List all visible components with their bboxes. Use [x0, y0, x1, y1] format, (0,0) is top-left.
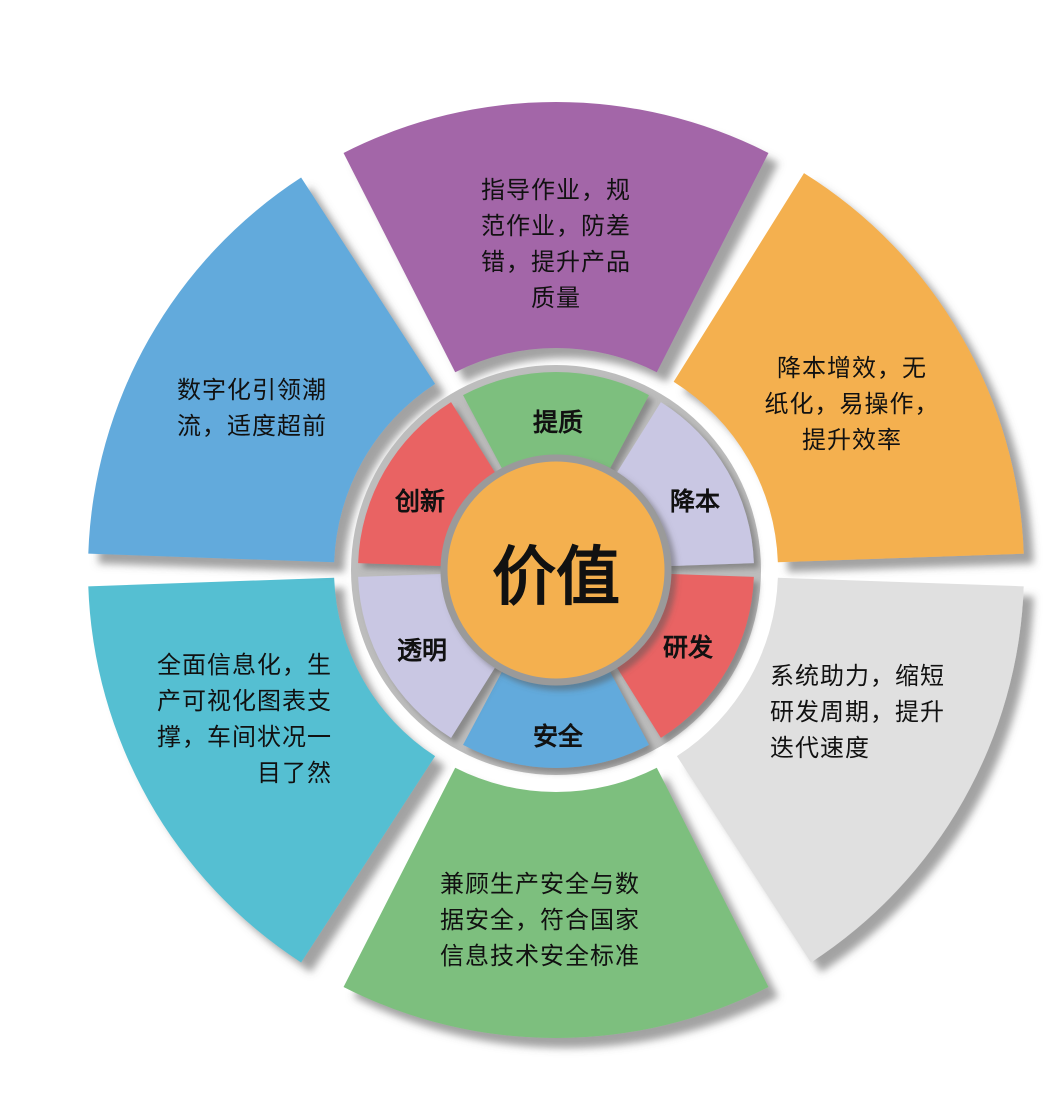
- outer-text-innovation: 数字化引领潮流，适度超前: [177, 376, 327, 440]
- inner-segment-tizhi: [463, 372, 649, 478]
- center-circle: [440, 454, 672, 686]
- outer-segment-cost: [673, 173, 1024, 563]
- outer-text-safety: 兼顾生产安全与数据安全，符合国家信息技术安全标准: [440, 870, 640, 970]
- inner-segment-yanfa: [611, 573, 754, 738]
- outer-segment-rd: [676, 577, 1024, 963]
- outer-text-quality: 指导作业，规范作业，防差错，提升产品质量: [481, 176, 631, 312]
- center-label: 价值: [492, 541, 620, 615]
- inner-segment-jiangben: [611, 402, 754, 567]
- outer-segment-quality: [343, 101, 769, 373]
- inner-label-jiangben: 降本: [669, 487, 721, 516]
- outer-text-rd: 系统助力，缩短研发周期，提升迭代速度: [770, 662, 945, 762]
- inner-label-tizhi: 提质: [532, 408, 584, 437]
- inner-segment-anquan: [463, 662, 649, 768]
- inner-segment-chuangxin: [358, 402, 501, 567]
- outer-segment-safety: [343, 767, 769, 1038]
- inner-label-yanfa: 研发: [662, 633, 714, 662]
- inner-label-touming: 透明: [396, 636, 448, 665]
- outer-text-transparency: 全面信息化，生产可视化图表支撑，车间状况一目了然: [157, 651, 332, 787]
- inner-label-anquan: 安全: [532, 722, 584, 751]
- inner-segment-touming: [358, 573, 501, 738]
- outer-segment-transparency: [88, 577, 436, 963]
- outer-text-cost: 降本增效，无纸化，易操作，提升效率: [764, 354, 940, 454]
- inner-label-chuangxin: 创新: [394, 487, 446, 516]
- outer-segment-innovation: [88, 177, 436, 563]
